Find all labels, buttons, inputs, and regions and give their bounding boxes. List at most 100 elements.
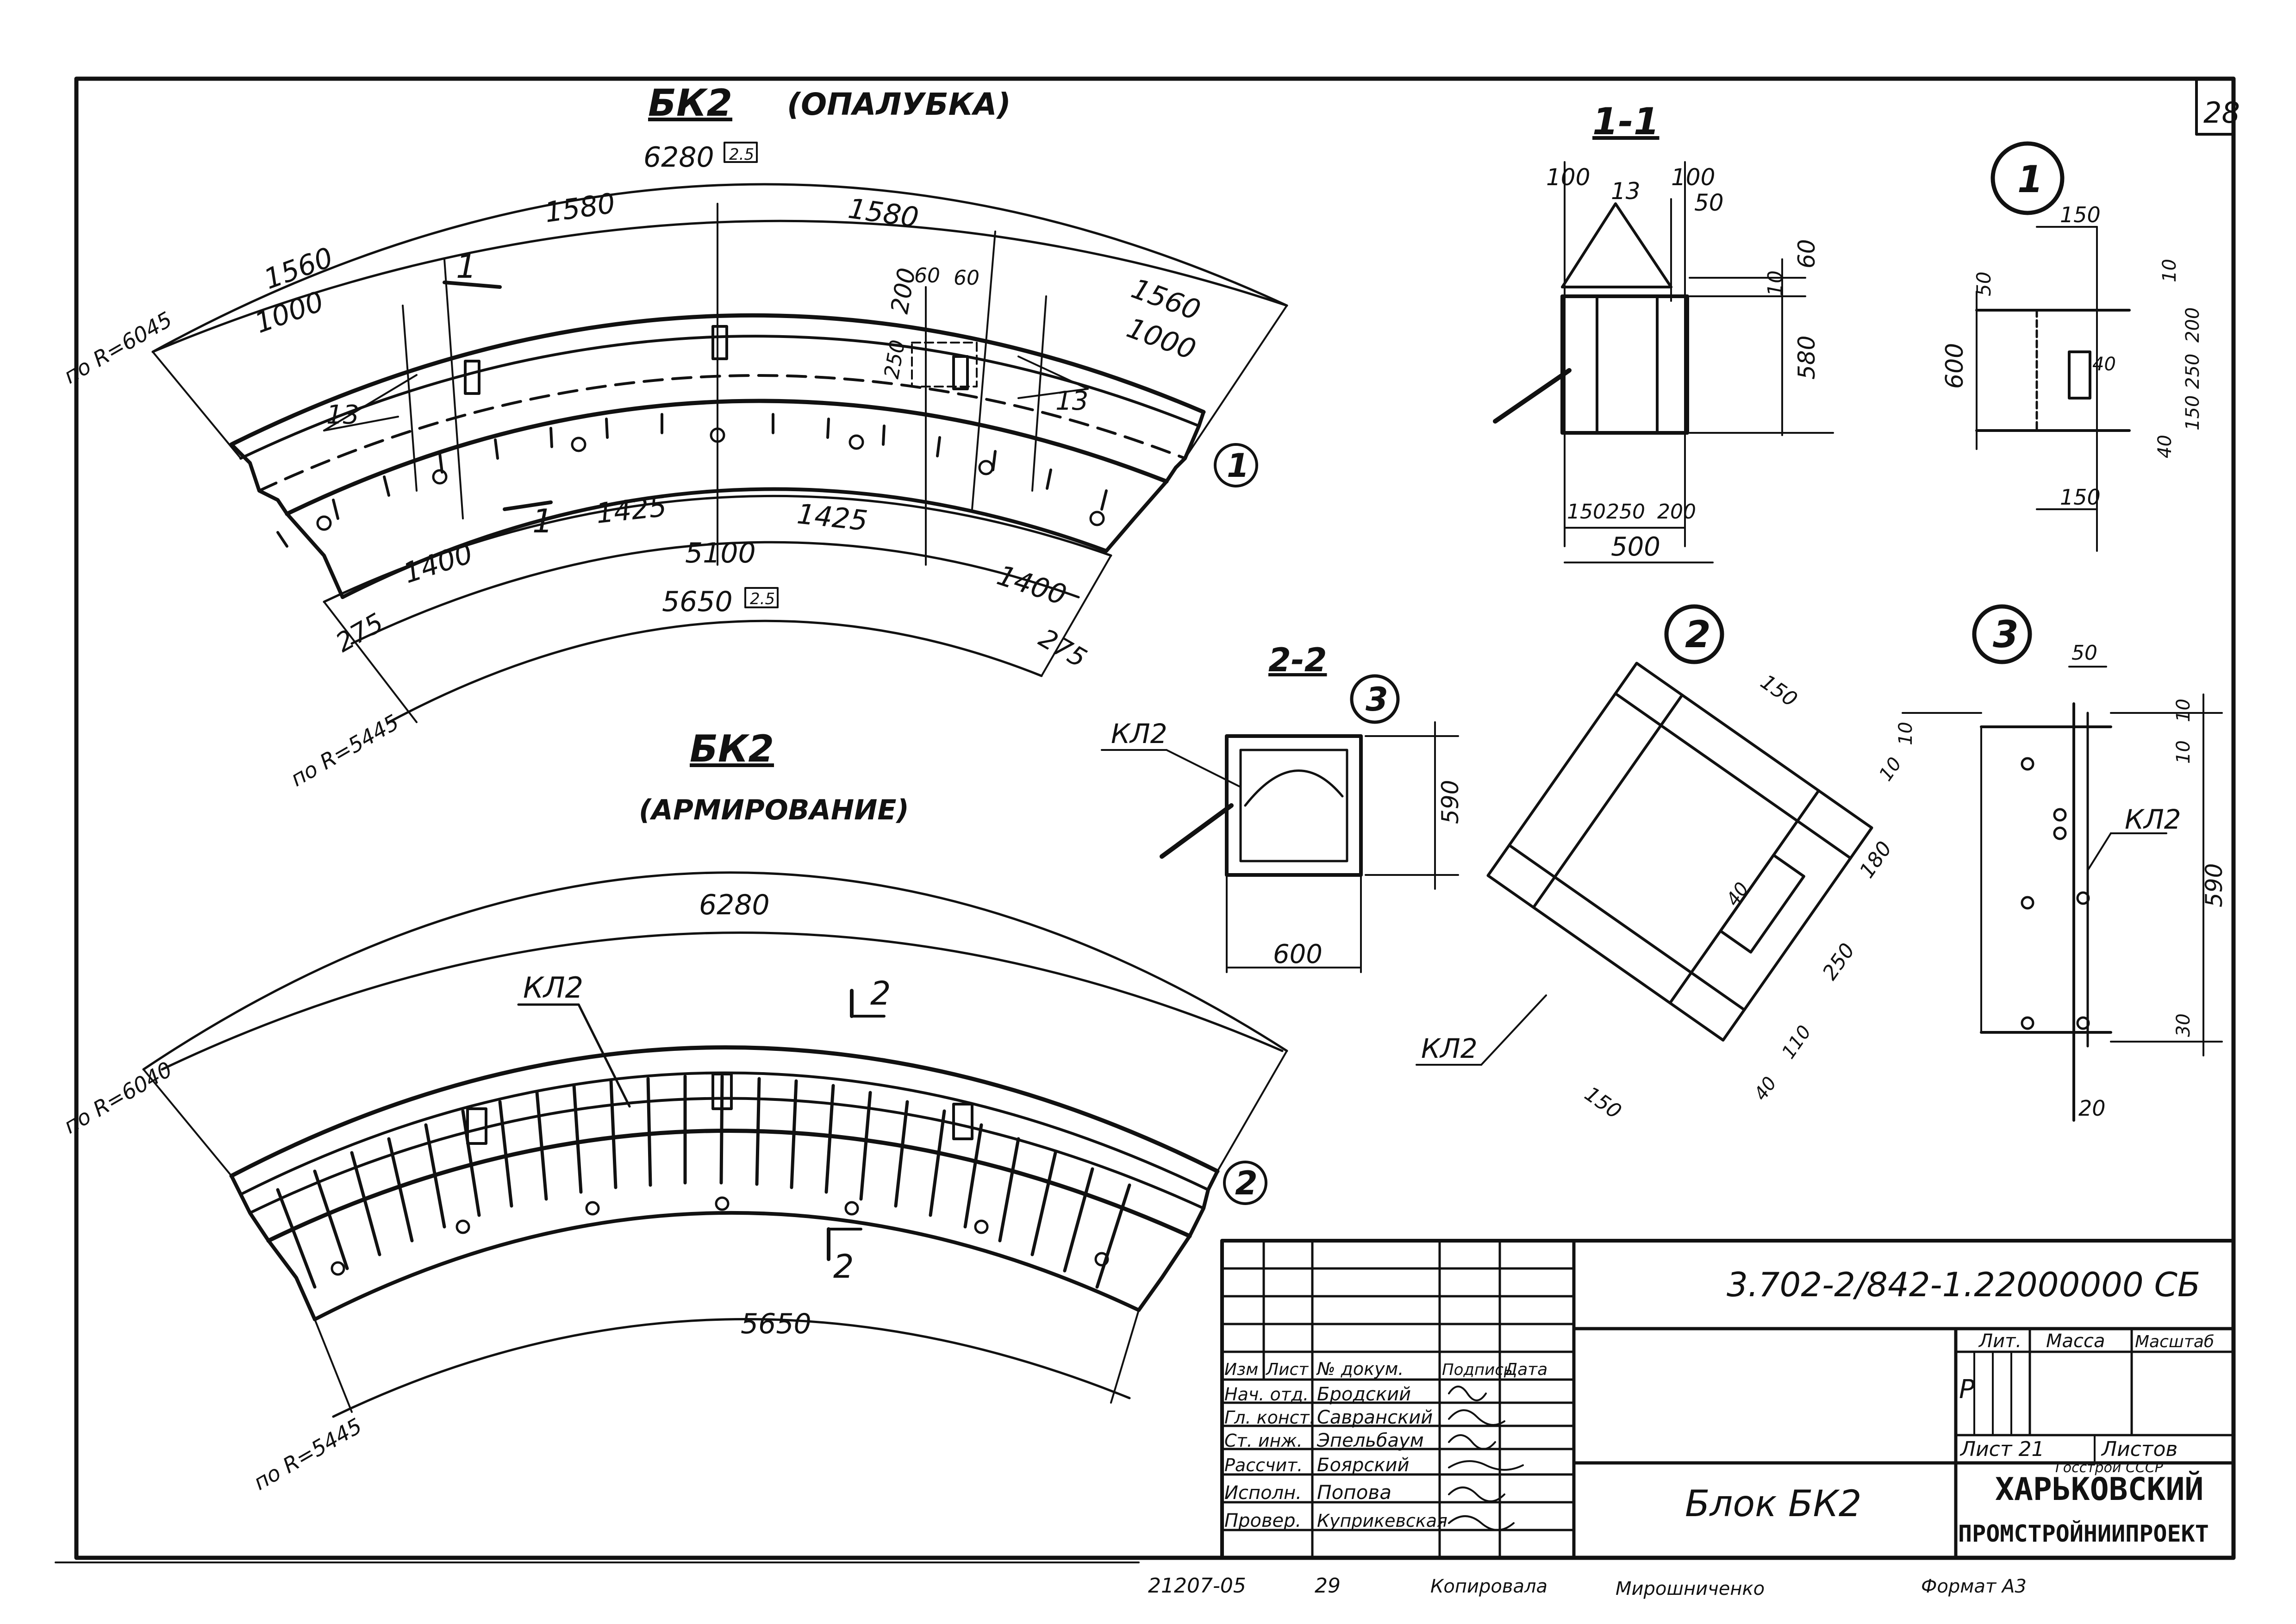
svg-text:Эпельбаум: Эпельбаум bbox=[1316, 1430, 1424, 1451]
svg-text:Блок БК2: Блок БК2 bbox=[1685, 1483, 1862, 1525]
svg-text:Госстрой СССР: Госстрой СССР bbox=[2055, 1460, 2164, 1476]
svg-text:6280: 6280 bbox=[643, 141, 714, 174]
svg-text:Подпись: Подпись bbox=[1442, 1361, 1513, 1379]
plan-reinforcement-subtitle: (АРМИРОВАНИЕ) bbox=[639, 794, 909, 826]
svg-text:2-2: 2-2 bbox=[1268, 641, 1327, 679]
svg-text:Копировала: Копировала bbox=[1430, 1576, 1547, 1597]
svg-text:ХАРЬКОВСКИЙ: ХАРЬКОВСКИЙ bbox=[1995, 1471, 2203, 1508]
svg-text:13: 13 bbox=[326, 400, 359, 430]
svg-text:2.5: 2.5 bbox=[729, 145, 754, 164]
svg-text:Изм: Изм bbox=[1224, 1360, 1258, 1379]
svg-text:КЛ2: КЛ2 bbox=[523, 971, 583, 1005]
svg-text:№ докум.: № докум. bbox=[1316, 1359, 1404, 1379]
node-3: 3 50 10 10 10 590 30 20 КЛ2 bbox=[1895, 604, 2227, 1122]
svg-text:Савранский: Савранский bbox=[1317, 1407, 1433, 1428]
svg-text:Мирошниченко: Мирошниченко bbox=[1616, 1578, 1765, 1599]
svg-text:Ст. инж.: Ст. инж. bbox=[1224, 1430, 1303, 1451]
svg-text:40: 40 bbox=[2092, 354, 2116, 375]
svg-text:2: 2 bbox=[870, 974, 891, 1012]
svg-text:10: 10 bbox=[1764, 270, 1787, 296]
svg-text:ПРОМСТРОЙНИИПРОЕКТ: ПРОМСТРОЙНИИПРОЕКТ bbox=[1958, 1520, 2209, 1547]
svg-text:10: 10 bbox=[2159, 259, 2180, 282]
svg-text:21207-05: 21207-05 bbox=[1148, 1574, 1246, 1598]
sheet-frame bbox=[74, 76, 2236, 1560]
svg-text:Формат А3: Формат А3 bbox=[1921, 1576, 2027, 1597]
svg-text:Провер.: Провер. bbox=[1224, 1510, 1301, 1531]
section-2-2: 2-2 3 КЛ2 590 600 bbox=[1101, 641, 1464, 973]
svg-text:КЛ2: КЛ2 bbox=[1111, 718, 1167, 750]
plan-reinforcement-title: БК2 bbox=[690, 727, 774, 770]
svg-text:150: 150 bbox=[2060, 485, 2101, 510]
svg-text:2: 2 bbox=[1685, 613, 1711, 656]
svg-text:5650: 5650 bbox=[741, 1308, 811, 1340]
svg-text:100: 100 bbox=[1671, 164, 1715, 191]
sheet-number: 28 bbox=[2203, 96, 2240, 130]
plan-formwork-subtitle: (ОПАЛУБКА) bbox=[787, 87, 1011, 122]
svg-text:150: 150 bbox=[1567, 500, 1606, 524]
svg-text:100: 100 bbox=[1546, 164, 1590, 191]
svg-text:Куприкевская: Куприкевская bbox=[1317, 1511, 1447, 1531]
title-block: Изм Лист № докум. Подпись Дата Нач. отд.… bbox=[1220, 1239, 2235, 1560]
svg-text:1425: 1425 bbox=[795, 498, 869, 537]
footer: 21207-05 29 Копировала Мирошниченко Форм… bbox=[55, 1562, 2027, 1599]
svg-text:Лит.: Лит. bbox=[1978, 1330, 2021, 1352]
svg-text:Лист 21: Лист 21 bbox=[1959, 1437, 2044, 1461]
svg-text:500: 500 bbox=[1611, 532, 1660, 562]
svg-text:3: 3 bbox=[1993, 613, 2019, 656]
svg-text:60: 60 bbox=[954, 266, 980, 290]
svg-text:Нач. отд.: Нач. отд. bbox=[1224, 1384, 1309, 1405]
svg-text:1-1: 1-1 bbox=[1592, 100, 1660, 143]
svg-text:13: 13 bbox=[1611, 178, 1641, 205]
svg-text:Бродский: Бродский bbox=[1317, 1384, 1411, 1405]
section-1-1: 1-1 100 13 100 50 60 10 580 150 250 200 … bbox=[1493, 100, 1834, 563]
svg-text:29: 29 bbox=[1315, 1574, 1341, 1598]
svg-text:590: 590 bbox=[1437, 780, 1464, 824]
svg-text:50: 50 bbox=[1972, 272, 1995, 296]
node-1: 1 150 50 10 600 40 200 250 150 40 150 bbox=[1941, 141, 2203, 552]
svg-text:40: 40 bbox=[2154, 435, 2176, 458]
svg-text:6280: 6280 bbox=[699, 889, 770, 921]
svg-text:590: 590 bbox=[2201, 863, 2227, 907]
svg-text:1: 1 bbox=[532, 502, 553, 540]
svg-text:Дата: Дата bbox=[1504, 1360, 1547, 1379]
svg-text:1: 1 bbox=[2017, 158, 2043, 201]
svg-text:Масштаб: Масштаб bbox=[2135, 1332, 2214, 1351]
svg-text:600: 600 bbox=[1273, 939, 1323, 969]
svg-text:Листов: Листов bbox=[2101, 1437, 2177, 1461]
svg-text:КЛ2: КЛ2 bbox=[1421, 1033, 1478, 1064]
svg-text:10: 10 bbox=[2173, 740, 2194, 764]
svg-text:Рассчит.: Рассчит. bbox=[1224, 1455, 1303, 1475]
svg-text:580: 580 bbox=[1793, 336, 1820, 380]
svg-text:Исполн.: Исполн. bbox=[1224, 1482, 1302, 1504]
svg-text:5100: 5100 bbox=[685, 537, 756, 569]
plan-formwork-title: БК2 bbox=[648, 81, 732, 125]
svg-text:200: 200 bbox=[2182, 307, 2203, 343]
svg-text:Попова: Попова bbox=[1317, 1481, 1391, 1504]
svg-text:10: 10 bbox=[2173, 699, 2194, 722]
svg-text:50: 50 bbox=[1694, 189, 1724, 216]
svg-text:КЛ2: КЛ2 bbox=[2125, 804, 2181, 835]
svg-text:50: 50 bbox=[2071, 641, 2097, 665]
svg-text:2.5: 2.5 bbox=[750, 590, 775, 608]
svg-text:Р: Р bbox=[1959, 1374, 1975, 1405]
svg-text:150: 150 bbox=[2060, 202, 2101, 227]
svg-text:250: 250 bbox=[2182, 354, 2203, 389]
svg-text:60: 60 bbox=[1793, 239, 1820, 269]
svg-text:1: 1 bbox=[456, 248, 477, 286]
svg-text:10: 10 bbox=[1895, 722, 1916, 745]
svg-text:1: 1 bbox=[1227, 447, 1249, 485]
svg-text:2: 2 bbox=[833, 1248, 854, 1286]
svg-text:3: 3 bbox=[1366, 681, 1388, 718]
svg-text:30: 30 bbox=[2173, 1013, 2194, 1037]
svg-text:200: 200 bbox=[1657, 500, 1696, 524]
svg-text:13: 13 bbox=[1055, 386, 1088, 416]
svg-text:1425: 1425 bbox=[594, 490, 668, 530]
svg-text:20: 20 bbox=[2078, 1096, 2106, 1121]
svg-text:Гл. конст.: Гл. конст. bbox=[1224, 1407, 1315, 1428]
svg-text:5650: 5650 bbox=[662, 586, 733, 618]
svg-text:600: 600 bbox=[1941, 343, 1969, 389]
svg-text:Лист: Лист bbox=[1265, 1360, 1309, 1379]
svg-text:3.702-2/842-1.22000000 СБ: 3.702-2/842-1.22000000 СБ bbox=[1727, 1265, 2200, 1304]
svg-text:Масса: Масса bbox=[2046, 1330, 2105, 1352]
